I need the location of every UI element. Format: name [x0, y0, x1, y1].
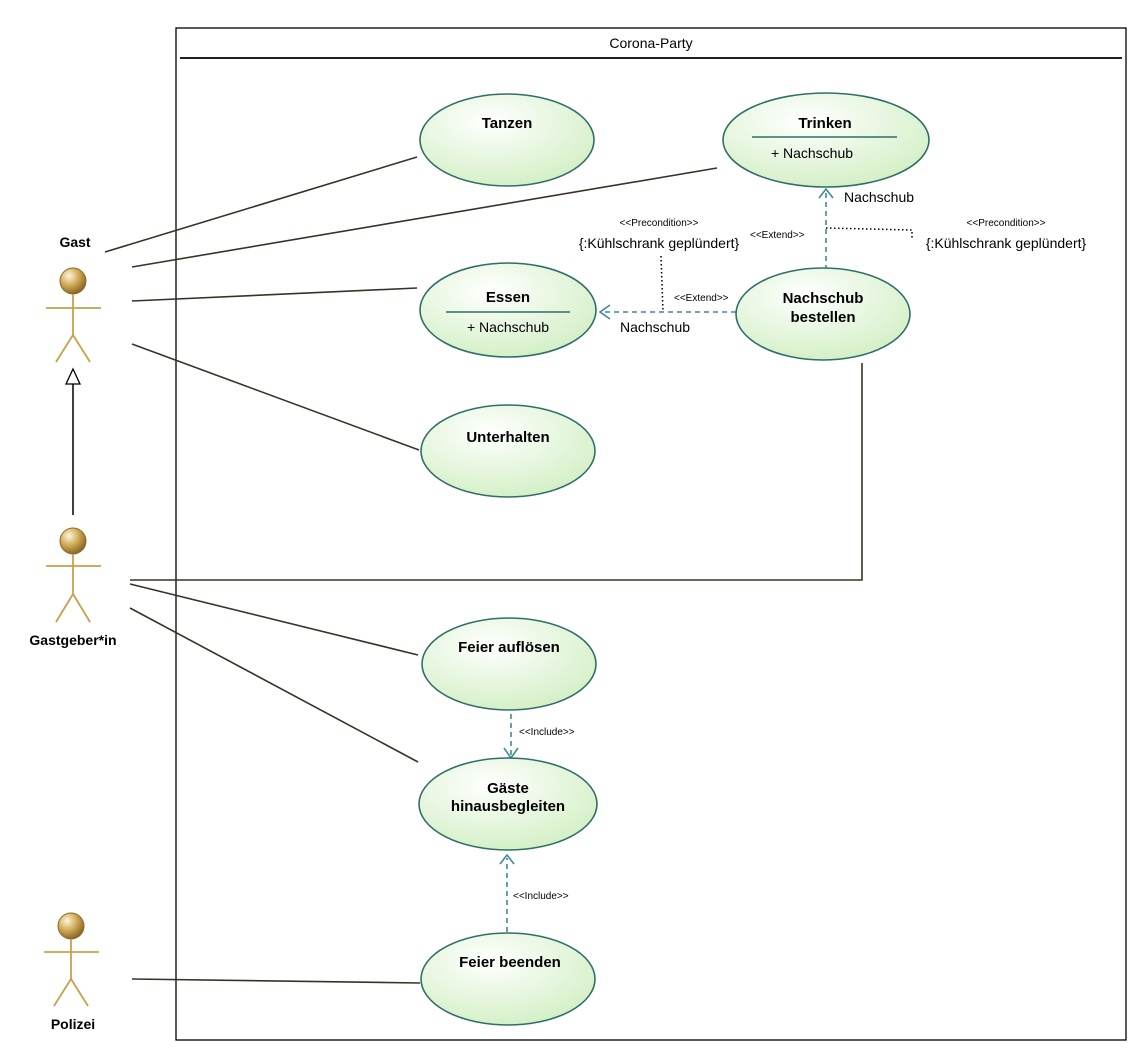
include-arrowhead-gaeste-2 — [499, 853, 515, 865]
use-case-tanzen-label: Tanzen — [482, 115, 533, 132]
system-title: Corona-Party — [609, 35, 692, 51]
include-label-aufloesen: <<Include>> — [519, 727, 575, 738]
assoc-gast-tanzen[interactable] — [104, 156, 418, 253]
assoc-gast-trinken[interactable] — [131, 167, 718, 268]
extend-arrowhead-essen — [598, 304, 611, 320]
extend-label-trinken: <<Extend>> — [750, 230, 805, 241]
precondition-condition-1: {:Kühlschrank geplündert} — [579, 235, 740, 251]
use-case-feier-aufloesen-label: Feier auflösen — [458, 639, 560, 656]
precondition-condition-2: {:Kühlschrank geplündert} — [926, 235, 1087, 251]
use-case-feier-beenden[interactable]: Feier beenden — [420, 932, 596, 1026]
precondition-note-trinken: <<Precondition>> {:Kühlschrank geplünder… — [926, 218, 1087, 251]
assoc-gastgeber-feier-aufloesen[interactable] — [129, 583, 419, 656]
assoc-gast-unterhalten[interactable] — [131, 343, 420, 451]
assoc-gastgeber-gaeste[interactable] — [129, 607, 419, 763]
actor-polizei-legs — [53, 977, 89, 1007]
actor-gastgeber-head-icon — [59, 527, 87, 555]
use-case-tanzen[interactable]: Tanzen — [419, 93, 595, 187]
include-label-beenden: <<Include>> — [513, 891, 569, 902]
actor-gastgeber-label: Gastgeber*in — [29, 632, 116, 648]
actor-gast[interactable]: Gast — [46, 234, 101, 363]
extension-point-label-trinken: Nachschub — [844, 189, 914, 205]
use-case-nachschub-label-line2: bestellen — [790, 309, 855, 326]
use-case-unterhalten[interactable]: Unterhalten — [420, 404, 596, 498]
actor-gast-head-icon — [59, 267, 87, 295]
use-case-gaeste-hinausbegleiten[interactable]: Gäste hinausbegleiten — [418, 757, 598, 851]
use-case-nachschub-bestellen[interactable]: Nachschub bestellen — [735, 267, 911, 361]
actor-polizei-label: Polizei — [51, 1016, 95, 1032]
precondition-link-essen — [660, 255, 664, 313]
system-frame — [175, 27, 1127, 1041]
system-boundary: Corona-Party — [175, 27, 1127, 1041]
precondition-stereotype-2: <<Precondition>> — [967, 218, 1046, 229]
actor-polizei[interactable]: Polizei — [44, 912, 99, 1032]
extend-label-essen: <<Extend>> — [674, 293, 729, 304]
use-case-unterhalten-label: Unterhalten — [466, 429, 549, 446]
associations — [104, 156, 863, 984]
use-case-essen[interactable]: Essen + Nachschub — [419, 262, 597, 358]
actor-polizei-head-icon — [57, 912, 85, 940]
actor-gastgeber[interactable]: Gastgeber*in — [29, 527, 117, 648]
assoc-gastgeber-nachschub[interactable] — [130, 363, 863, 581]
extend-arrowhead-trinken — [818, 187, 834, 199]
use-case-nachschub-label-line1: Nachschub — [783, 290, 864, 307]
actor-gastgeber-legs — [55, 592, 91, 623]
use-case-feier-aufloesen[interactable]: Feier auflösen — [421, 617, 597, 711]
generalization-gastgeber-gast[interactable] — [64, 367, 82, 515]
dependencies — [499, 187, 913, 932]
precondition-stereotype-1: <<Precondition>> — [620, 218, 699, 229]
use-case-gaeste-label-line1: Gäste — [487, 780, 529, 797]
precondition-link-trinken — [825, 227, 913, 240]
actor-gast-legs — [55, 333, 91, 363]
use-case-trinken[interactable]: Trinken + Nachschub — [722, 92, 930, 188]
use-case-essen-label: Essen — [486, 289, 530, 306]
generalization-arrowhead — [64, 367, 82, 385]
use-case-trinken-extension-point: + Nachschub — [771, 145, 853, 161]
assoc-polizei-feier-beenden[interactable] — [131, 978, 421, 984]
use-case-trinken-label: Trinken — [798, 115, 851, 132]
actor-gast-label: Gast — [59, 234, 90, 250]
use-case-gaeste-label-line2: hinausbegleiten — [451, 798, 565, 815]
extension-point-label-essen: Nachschub — [620, 319, 690, 335]
precondition-note-essen: <<Precondition>> {:Kühlschrank geplünder… — [579, 218, 740, 251]
use-case-essen-extension-point: + Nachschub — [467, 319, 549, 335]
relation-labels: Nachschub <<Extend>> <<Extend>> Nachschu… — [513, 189, 914, 902]
assoc-gast-essen[interactable] — [131, 287, 418, 302]
use-case-feier-beenden-label: Feier beenden — [459, 954, 561, 971]
